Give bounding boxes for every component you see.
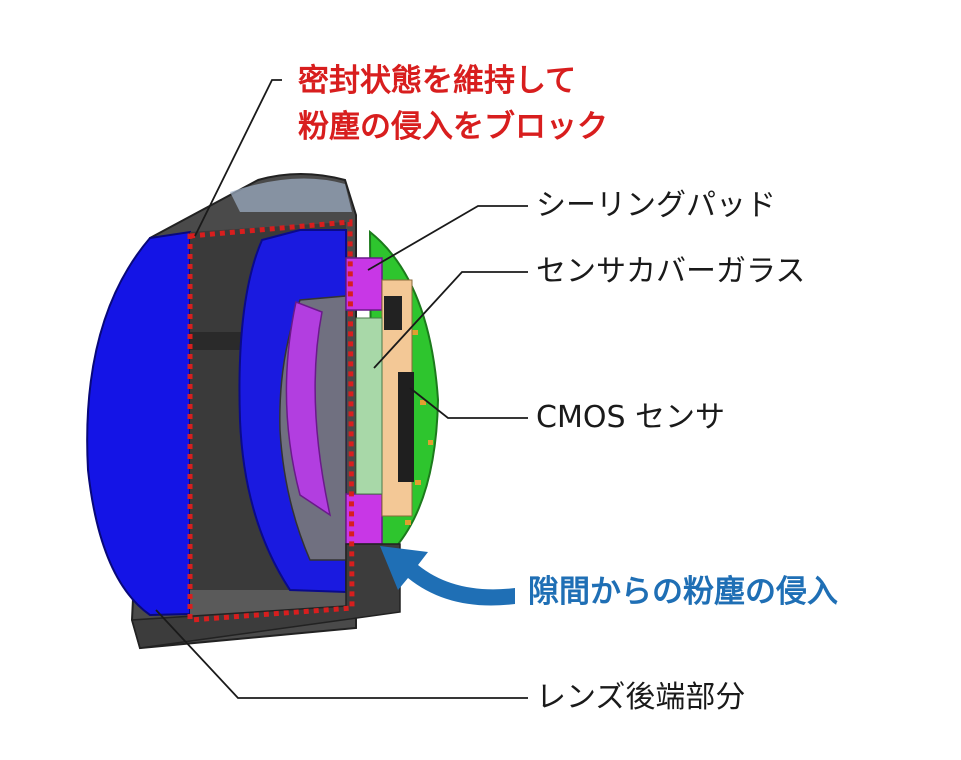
cmos-sensor-label: CMOS センサ <box>536 400 726 435</box>
seal-note-line1: 密封状態を維持して <box>298 63 577 99</box>
dust-intrusion-label: 隙間からの粉塵の侵入 <box>528 574 838 610</box>
leader-cmos-sensor <box>409 387 528 419</box>
leader-lens-rear <box>155 609 528 699</box>
lens-rear-label: レンズ後端部分 <box>536 680 746 715</box>
dust-intrusion-arrow <box>380 546 515 606</box>
leader-seal-note <box>194 79 282 237</box>
cmos-sensor-die <box>398 372 414 482</box>
cover-glass <box>355 317 383 495</box>
sealing-pad-label: シーリングパッド <box>536 188 776 223</box>
seal-note-line2: 粉塵の侵入をブロック <box>298 109 608 145</box>
leader-sealing-pad <box>367 205 528 271</box>
cmos-sensor <box>384 296 402 330</box>
housing-top-highlight <box>230 178 352 212</box>
lens-body <box>86 230 191 617</box>
seal-note: 密封状態を維持して 粉塵の侵入をブロック <box>298 58 608 150</box>
leader-cover-glass <box>373 271 528 369</box>
pcb-components <box>405 330 433 525</box>
cover-glass-label: センサカバーガラス <box>536 254 806 289</box>
rubber-seal-curve <box>285 300 332 517</box>
leader-lines <box>155 79 528 699</box>
